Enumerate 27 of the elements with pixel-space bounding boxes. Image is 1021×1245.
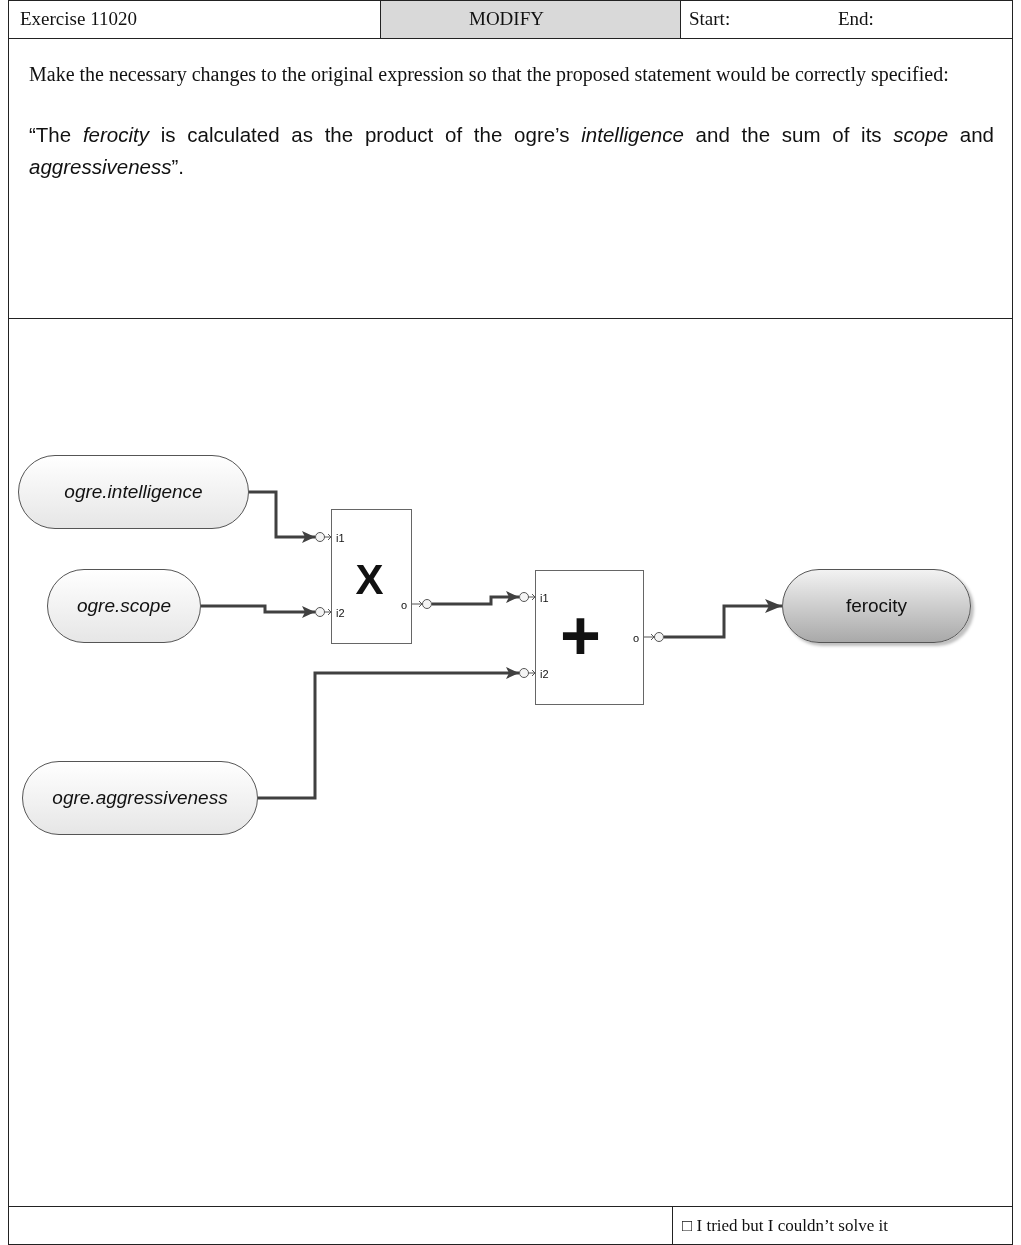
port-label: i1 [540,592,549,604]
connector-arrow [201,604,332,619]
exercise-number: Exercise 11020 [20,8,137,30]
connector-arrow [258,666,536,800]
end-label: End: [838,8,874,30]
statement-text: “The ferocity is calculated as the product of the ogre’s intelligence and the sum of its scope and aggressiveness”. [29,122,994,180]
operator-symbol: X [355,558,384,601]
connector-arrow [249,490,332,544]
port-label: i2 [540,668,549,680]
start-label: Start: [689,8,731,30]
connector-arrow [642,599,782,642]
port-label: o [400,599,407,611]
port-label: i1 [336,532,345,544]
node-label: ogre.aggressiveness [52,787,228,809]
exercise-type: MODIFY [469,8,544,30]
node-label: ogre.scope [77,595,171,617]
checkbox-label: □ I tried but I couldn’t solve it [682,1216,888,1236]
port-label: o [632,632,639,644]
node-label: ogre.intelligence [64,481,203,503]
operator-block [535,570,644,705]
operator-symbol: + [560,600,601,671]
terminal-node [782,569,971,643]
connector-arrow [410,590,536,609]
operator-block [331,509,412,644]
node-label: ferocity [845,595,908,617]
port-label: i2 [336,607,345,619]
instruction-text: Make the necessary changes to the original expression so that the proposed statement would be correctly specified: [29,62,950,88]
